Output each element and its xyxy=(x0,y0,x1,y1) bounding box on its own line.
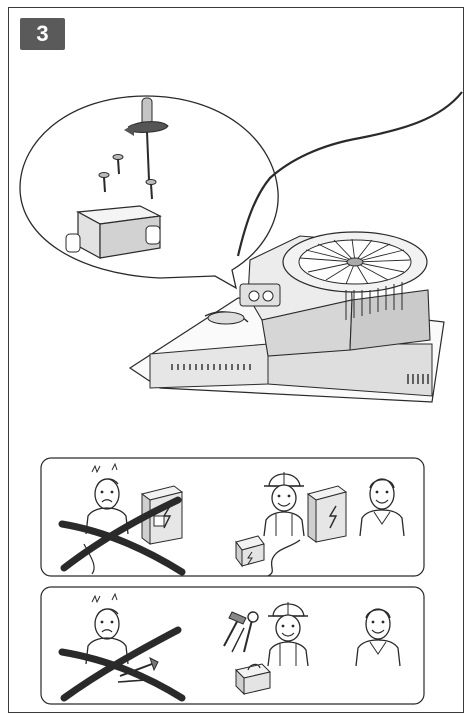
electrical-box-icon-2 xyxy=(308,486,346,542)
toolbox-icon-2 xyxy=(236,664,270,694)
panel-disconnect-power xyxy=(41,458,424,576)
toolbox-icon xyxy=(236,536,264,566)
panel-qualified-installer xyxy=(41,587,424,704)
